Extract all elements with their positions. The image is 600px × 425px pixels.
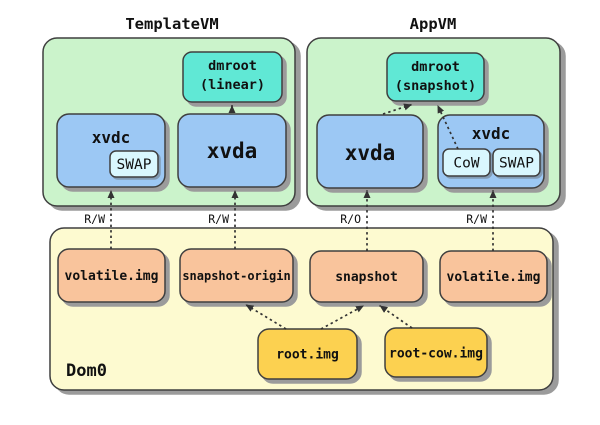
- xvda-box-app: [316, 114, 424, 189]
- volatile-img-label-template: volatile.img: [65, 269, 159, 284]
- xvdc-label-app: xvdc: [472, 124, 511, 143]
- dmroot-linear-label: dmroot: [208, 58, 257, 74]
- templatevm-title: TemplateVM: [125, 15, 218, 33]
- swap-label-template: SWAP: [117, 157, 152, 173]
- access-label-app-xvdc: R/W: [466, 212, 487, 226]
- connector-root-img-to-snapshot-origin: [245, 303, 287, 330]
- cow-label-app: CoW: [453, 156, 479, 172]
- access-label-template-xvdc: R/W: [84, 212, 105, 226]
- dmroot-snapshot-box: [386, 52, 485, 102]
- swap-box-app: [492, 148, 541, 177]
- xvdc-label-template: xvdc: [92, 128, 131, 147]
- xvda-box-template: [177, 113, 287, 188]
- access-label-template-xvda: R/W: [208, 212, 229, 226]
- root-img-box: [257, 328, 358, 380]
- root-img-label: root.img: [276, 348, 339, 363]
- snapshot-origin-label: snapshot-origin: [182, 269, 290, 283]
- dmroot-linear-box: [182, 51, 283, 103]
- appvm-title: AppVM: [410, 15, 457, 33]
- swap-box-template: [109, 150, 159, 178]
- snapshot-origin-box: [179, 248, 294, 303]
- dmroot-snapshot-sublabel: (snapshot): [395, 78, 476, 94]
- connector-root-img-to-snapshot: [320, 304, 365, 330]
- xvda-label-template: xvda: [207, 139, 258, 163]
- access-label-app-xvda: R/O: [340, 212, 361, 226]
- dmroot-snapshot-label: dmroot: [411, 59, 460, 75]
- snapshot-label: snapshot: [335, 270, 398, 285]
- dmroot-linear-sublabel: (linear): [200, 77, 265, 93]
- cow-box-app: [442, 148, 491, 177]
- volatile-img-label-app: volatile.img: [447, 270, 541, 285]
- root-cow-img-box: [384, 327, 488, 378]
- dom0-label: Dom0: [66, 361, 107, 381]
- xvda-label-app: xvda: [345, 141, 396, 165]
- swap-label-app: SWAP: [499, 156, 534, 172]
- connector-root-cow-img-to-snapshot: [379, 304, 413, 329]
- root-cow-img-label: root-cow.img: [389, 347, 483, 362]
- connector-cow-to-dmroot-app: [436, 104, 459, 150]
